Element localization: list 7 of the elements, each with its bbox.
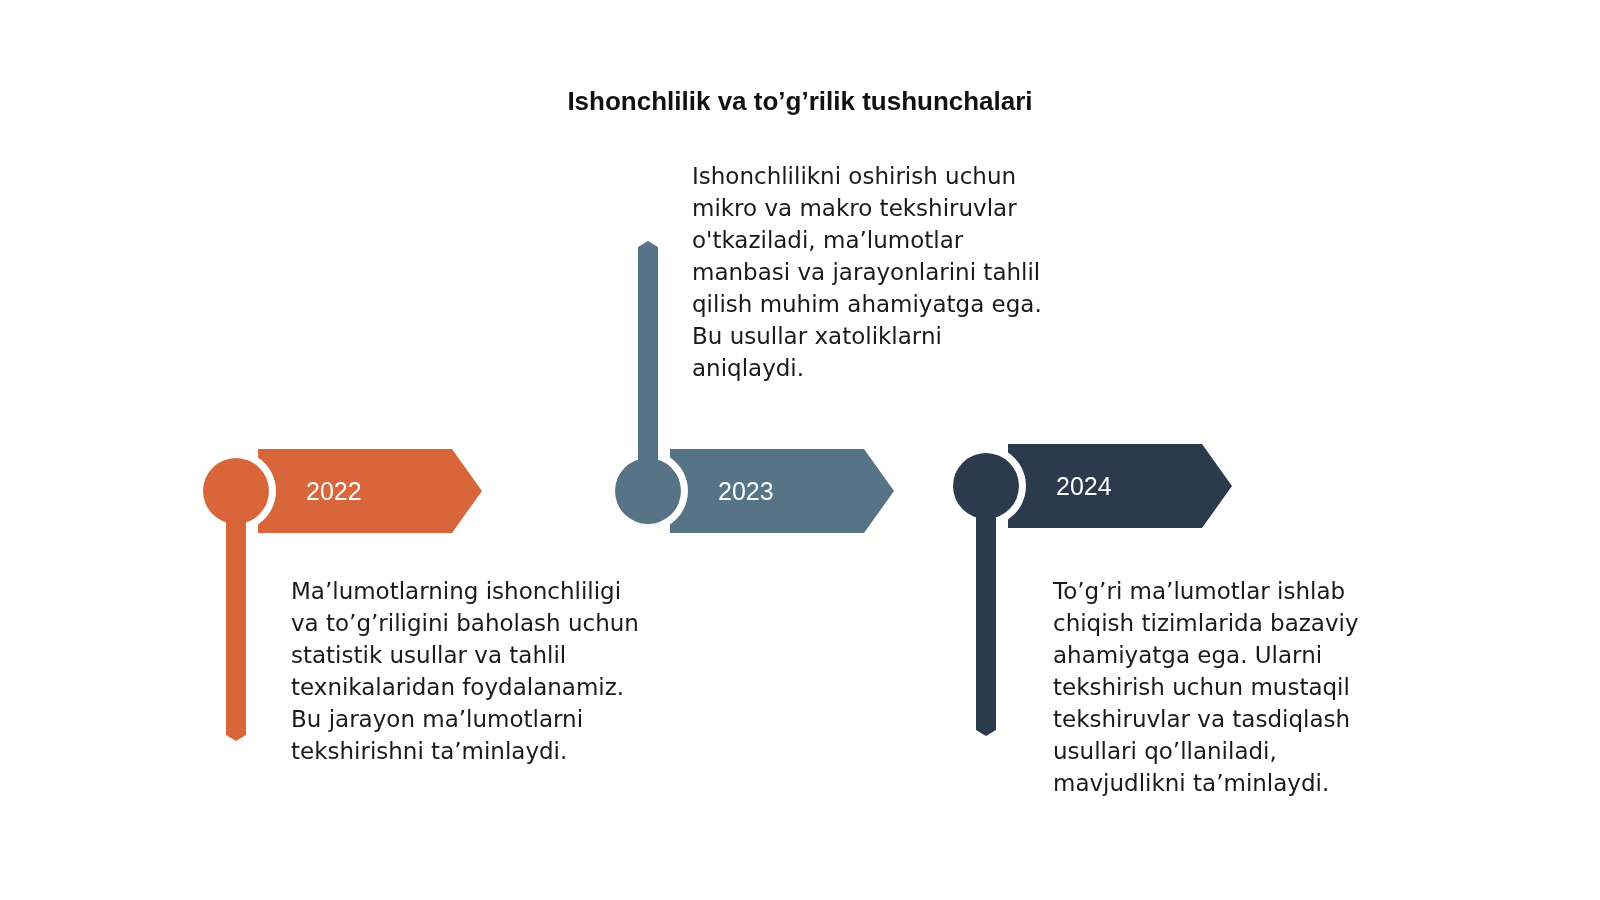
milestone-description: Ishonchlilikni oshirish uchun mikro va makro tekshiruvlar o'tkaziladi, ma’lumotlar manbasi va jarayonlarini tahlil qilish muhim ahamiyatga ega. Bu usullar xatoliklarni aniqlaydi. bbox=[692, 162, 1043, 383]
year-label: 2023 bbox=[718, 476, 774, 506]
year-label: 2022 bbox=[306, 476, 362, 506]
diagram-title: Ishonchlilik va to’g’rilik tushunchalari bbox=[567, 86, 1033, 117]
year-label: 2024 bbox=[1056, 471, 1112, 501]
milestone-description: To’g’ri ma’lumotlar ishlab chiqish tizimlarida bazaviy ahamiyatga ega. Ularni tekshirish uchun mustaqil tekshiruvlar va tasdiqlash usullari qo’llaniladi, mavjudlikni ta’minlaydi. bbox=[1053, 577, 1360, 798]
milestone-description: Ma’lumotlarning ishonchliligi va to’g’riligini baholash uchun statistik usullar va tahlil texnikalaridan foydalanamiz. Bu jarayon ma’lumotlarni tekshirishni ta’minlaydi. bbox=[291, 577, 640, 766]
